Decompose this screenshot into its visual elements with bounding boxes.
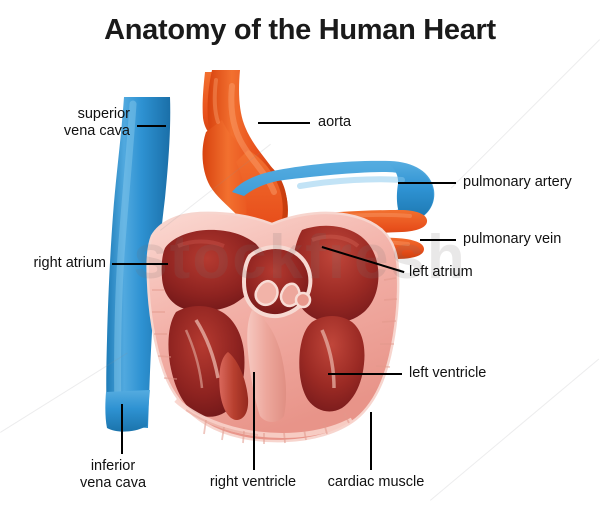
interventricular-septum: [247, 310, 287, 422]
papillary-muscle: [219, 352, 249, 420]
label-pulmonary-vein-line1: pulmonary vein: [463, 231, 562, 247]
label-cardiac-muscle: cardiac muscle: [312, 474, 440, 491]
leader-inferior-vena-cava: [121, 404, 123, 454]
leader-pulmonary-artery: [398, 182, 456, 184]
label-left-atrium-line1: left atrium: [409, 264, 473, 280]
label-left-atrium: left atrium: [409, 264, 473, 281]
leader-cardiac-muscle: [370, 412, 372, 470]
leader-right-ventricle: [253, 372, 255, 470]
label-right-ventricle: right ventricle: [192, 474, 314, 491]
leader-left-ventricle: [328, 373, 402, 375]
label-left-ventricle: left ventricle: [409, 365, 486, 382]
label-superior-vena-cava-line1: superior: [77, 106, 130, 122]
label-aorta-line1: aorta: [318, 114, 352, 130]
page-title: Anatomy of the Human Heart: [104, 14, 496, 46]
leader-pulmonary-vein: [420, 239, 456, 241]
label-left-ventricle-line1: left ventricle: [409, 365, 487, 381]
left-atrium-chamber: [292, 225, 379, 323]
label-pulmonary-artery: pulmonary artery: [463, 174, 572, 191]
label-aorta: aorta: [318, 114, 351, 131]
right-atrium-chamber: [161, 229, 263, 312]
label-right-ventricle-line1: right ventricle: [209, 474, 297, 490]
label-right-atrium-line1: right atrium: [33, 255, 106, 271]
leader-aorta: [258, 122, 310, 124]
label-superior-vena-cava-line2: vena cava: [63, 123, 130, 139]
label-pulmonary-artery-line1: pulmonary artery: [463, 174, 572, 190]
label-right-atrium: right atrium: [0, 255, 106, 272]
label-superior-vena-cava: superior vena cava: [0, 106, 130, 140]
inferior-vena-cava-vessel: [105, 390, 150, 432]
leader-right-atrium: [112, 263, 168, 265]
superior-vena-cava-vessel: [106, 97, 171, 428]
label-cardiac-muscle-line1: cardiac muscle: [327, 474, 425, 490]
label-pulmonary-vein: pulmonary vein: [463, 231, 561, 248]
label-inferior-vena-cava: inferior vena cava: [58, 458, 168, 492]
label-inferior-vena-cava-line1: inferior: [90, 458, 136, 474]
label-inferior-vena-cava-line2: vena cava: [79, 475, 147, 491]
leader-superior-vena-cava: [137, 125, 166, 127]
